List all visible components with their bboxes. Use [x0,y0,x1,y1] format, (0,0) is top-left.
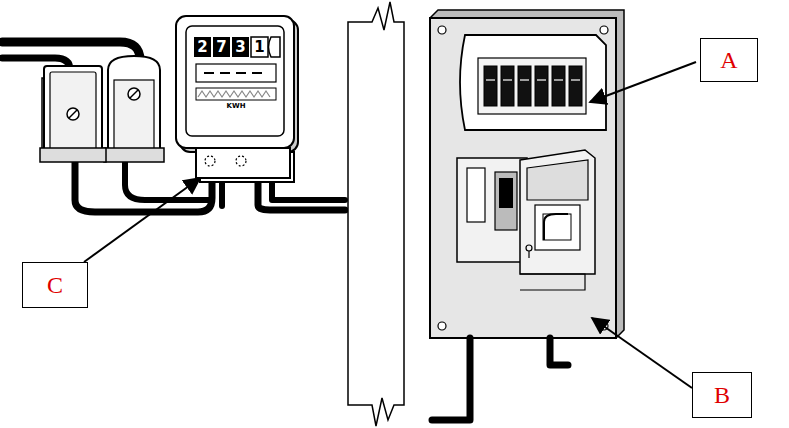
meter-unit: KWH [226,103,245,110]
meter-digit: 1 [254,40,264,55]
breaker-mark [571,79,580,80]
breaker [535,66,548,106]
breaker-row [484,66,582,106]
callout-letter: B [714,383,730,407]
cutout-units [40,56,164,162]
panel-cables [432,338,568,420]
leader-arrows [84,62,696,388]
consumer-unit [430,10,624,338]
breaker [569,66,582,106]
breaker-mark [503,79,512,80]
meter-digit: 3 [235,40,245,55]
callout-box: C [22,262,88,308]
breaker-mark [486,79,495,80]
breaker [518,66,531,106]
breaker-mark [537,79,546,80]
breaker [501,66,514,106]
kwh-meter [176,16,298,182]
meter-digit: 7 [216,40,226,55]
wall [348,2,404,426]
breaker-mark [554,79,563,80]
callout-box: A [700,38,758,82]
callout-letter: C [47,273,63,297]
breaker-mark [520,79,529,80]
meter-digit: 2 [197,40,207,55]
breaker [552,66,565,106]
callout-letter: A [720,48,737,72]
breaker [484,66,497,106]
callout-box: B [692,372,752,418]
